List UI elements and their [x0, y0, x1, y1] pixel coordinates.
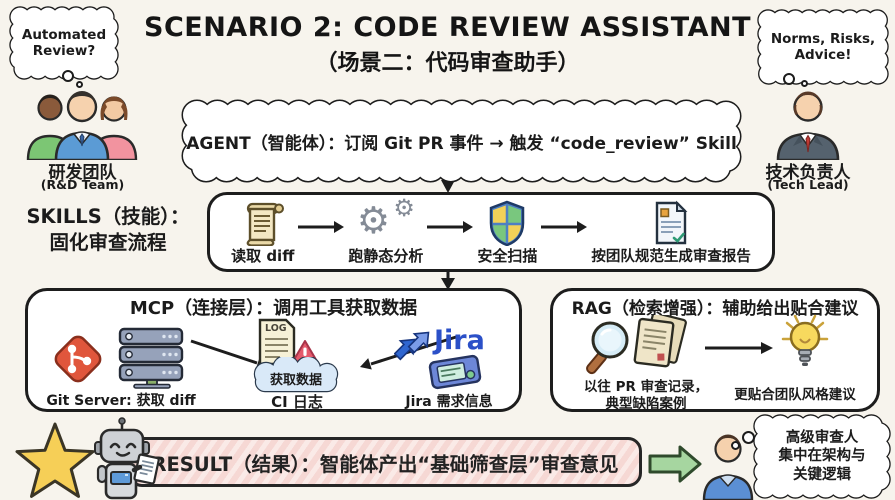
thought-dot: [76, 81, 83, 88]
cloud-shape: [181, 99, 742, 183]
jira-wordmark: Jira: [434, 325, 485, 356]
rag-source-line1: 以往 PR 审查记录，: [583, 379, 709, 395]
step-arrow-icon: [541, 221, 588, 233]
ci-doc-text: LOG: [265, 323, 287, 334]
rd-team-icon: [26, 91, 138, 160]
jira-label: Jira 需求信息: [405, 394, 493, 410]
ticket-icon: [428, 354, 482, 390]
skill-step-security-scan: 安全扫描: [477, 200, 537, 266]
skills-label-line1: SKILLS（技能）：: [26, 205, 190, 228]
shield-icon: [490, 200, 525, 246]
step-arrow-icon: [427, 221, 474, 233]
scroll-icon: [246, 202, 284, 246]
lightbulb-icon: [781, 314, 829, 366]
rag-output-label: 更贴合团队风格建议: [734, 387, 856, 403]
lead-thought-line2: Advice!: [794, 47, 852, 63]
mcp-box: MCP（连接层）：调用工具获取数据: [25, 288, 522, 412]
git-server-label: Git Server: 获取 diff: [46, 393, 196, 409]
gears-icon: ⚙ ⚙: [356, 196, 415, 245]
rd-thought-line2: Review?: [32, 43, 96, 59]
ci-badge: 获取数据: [269, 373, 322, 388]
reviewer-thought-bubble: 高级审查人 集中在架构与 关键逻辑: [752, 413, 892, 500]
rag-arrow-icon: [705, 342, 773, 354]
page-title: SCENARIO 2: CODE REVIEW ASSISTANT: [144, 12, 751, 43]
skills-label: SKILLS（技能）： 固化审查流程: [22, 204, 194, 256]
agent-cloud: AGENT（智能体）：订阅 Git PR 事件 → 触发 “code_revie…: [180, 98, 743, 184]
skill-step-label: 跑静态分析: [348, 247, 424, 265]
skill-step-label: 安全扫描: [477, 247, 538, 265]
report-icon: [655, 200, 688, 244]
cloud-shape: [753, 414, 891, 499]
step-arrow-icon: [298, 221, 345, 233]
jira-logo-icon: [394, 331, 430, 361]
skills-label-line2: 固化审查流程: [49, 231, 167, 254]
skill-step-label: 按团队规范生成审查报告: [591, 249, 751, 265]
rag-source-line2: 典型缺陷案例: [605, 396, 687, 412]
thought-dot: [62, 70, 74, 82]
rd-team-subname: (R&D Team): [40, 177, 125, 192]
ci-label: CI 日志: [271, 393, 323, 411]
ci-log-doc-icon: LOG: [258, 318, 296, 366]
thought-dot: [731, 441, 740, 450]
mcp-title: MCP（连接层）：调用工具获取数据: [129, 298, 418, 319]
git-icon: [54, 335, 102, 383]
tech-lead-icon: [776, 91, 840, 160]
rag-box: RAG（检索增强）：辅助给出贴合建议 以往 PR 审查记录， 典型缺陷案例: [550, 288, 880, 412]
thought-dot: [801, 80, 808, 87]
rd-team-name: 研发团队: [48, 163, 117, 183]
result-text: RESULT（结果）：智能体产出“基础筛查层”审查意见: [151, 452, 619, 476]
lead-thought-bubble: Norms, Risks, Advice!: [756, 8, 890, 86]
skill-step-report: 按团队规范生成审查报告: [591, 200, 751, 266]
server-icon: [118, 327, 184, 389]
cloud-shape: [9, 6, 119, 80]
tech-lead-subname: (Tech Lead): [767, 177, 849, 192]
star-icon: [15, 422, 95, 498]
ci-cloud-icon: [253, 357, 339, 393]
reviewer-thought-line3: 关键逻辑: [793, 466, 851, 483]
skill-step-static-analysis: ⚙ ⚙ 跑静态分析: [348, 196, 424, 266]
rag-title: RAG（检索增强）：辅助给出贴合建议: [571, 299, 859, 319]
result-arrow-icon: [648, 445, 702, 483]
thought-dot: [783, 73, 795, 85]
gear-glyph: ⚙: [356, 199, 391, 242]
skills-box: 读取 diff ⚙ ⚙ 跑静态分析: [207, 192, 775, 272]
reviewer-thought-line2: 集中在架构与: [778, 448, 866, 465]
skill-step-read-diff: 读取 diff: [231, 200, 294, 266]
rd-thought-bubble: Automated Review?: [8, 5, 120, 81]
page-subtitle: （场景二：代码审查助手）: [315, 51, 580, 76]
reviewer-thought-line1: 高级审查人: [785, 429, 859, 446]
search-records-icon: [586, 315, 687, 375]
result-banner: RESULT（结果）：智能体产出“基础筛查层”审查意见: [128, 437, 642, 487]
gear-glyph: ⚙: [393, 194, 415, 222]
agent-cloud-text: AGENT（智能体）：订阅 Git PR 事件 → 触发 “code_revie…: [186, 133, 737, 154]
skill-step-label: 读取 diff: [231, 247, 295, 265]
lead-thought-line1: Norms, Risks,: [770, 31, 876, 47]
tech-lead-name: 技术负责人: [765, 163, 851, 183]
robot-icon: [94, 417, 160, 500]
rd-thought-line1: Automated: [21, 27, 107, 43]
